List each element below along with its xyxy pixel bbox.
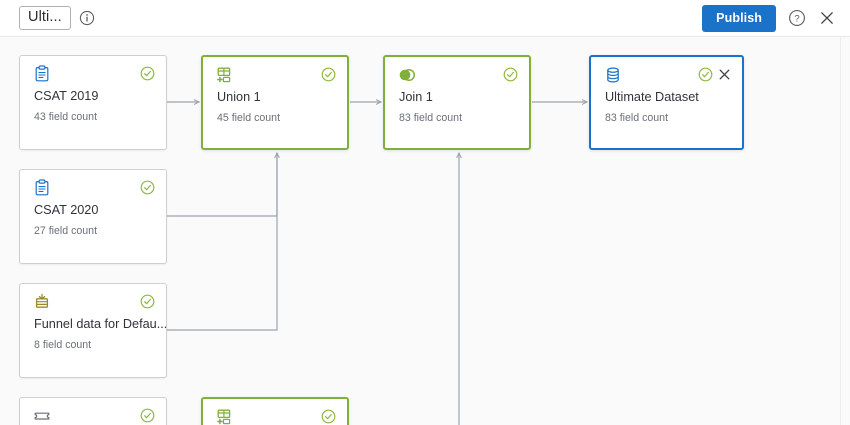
node-field-count: 27 field count (34, 225, 98, 237)
node-title: Ultimate Dataset (605, 90, 699, 104)
clipboard-icon (33, 65, 51, 83)
funnel-extract-icon (33, 293, 51, 311)
close-x-icon[interactable] (818, 9, 836, 27)
flow-node-join-1[interactable]: Join 1 83 field count (383, 55, 531, 150)
check-circle-icon (140, 66, 155, 81)
info-circle-icon[interactable] (79, 10, 95, 26)
node-field-count: 83 field count (399, 112, 463, 124)
node-badge-group (321, 67, 336, 82)
node-header (20, 284, 166, 317)
node-field-count: 45 field count (217, 112, 281, 124)
join-venn-icon (398, 66, 416, 84)
node-header (20, 398, 166, 425)
node-header (20, 170, 166, 203)
ticket-icon (33, 407, 51, 425)
flow-node-partial-union-2[interactable] (201, 397, 349, 425)
node-title: Join 1 (399, 90, 433, 104)
flow-node-funnel-data[interactable]: Funnel data for Defau... 8 field count (19, 283, 167, 378)
node-badge-group (698, 67, 731, 82)
header-right-group: Publish ? (702, 4, 836, 32)
check-circle-icon (140, 408, 155, 423)
node-badge-group (321, 409, 336, 424)
node-title: Funnel data for Defau... (34, 317, 166, 331)
node-close-x-icon[interactable] (718, 68, 731, 81)
flow-node-ultimate-dataset[interactable]: Ultimate Dataset 83 field count (589, 55, 744, 150)
node-title: CSAT 2019 (34, 89, 99, 103)
link-csat2020-union1 (167, 153, 277, 217)
flow-node-union-1[interactable]: Union 1 45 field count (201, 55, 349, 150)
node-badge-group (503, 67, 518, 82)
node-badge-group (140, 408, 155, 423)
node-header (591, 57, 742, 90)
check-circle-icon (140, 294, 155, 309)
help-circle-icon[interactable]: ? (788, 9, 806, 27)
check-circle-icon (503, 67, 518, 82)
node-field-count: 43 field count (34, 111, 98, 123)
node-header (203, 57, 347, 90)
node-header (203, 399, 347, 425)
header-left-group: Ulti... (19, 6, 95, 30)
node-badge-group (140, 294, 155, 309)
node-badge-group (140, 180, 155, 195)
node-header (20, 56, 166, 89)
flow-node-partial-ticket[interactable] (19, 397, 167, 425)
clipboard-icon (33, 179, 51, 197)
publish-button[interactable]: Publish (702, 4, 776, 32)
flow-canvas[interactable]: CSAT 2019 43 field count (0, 37, 850, 425)
canvas-right-divider (840, 37, 841, 425)
node-field-count: 83 field count (605, 112, 669, 124)
node-badge-group (140, 66, 155, 81)
check-circle-icon (140, 180, 155, 195)
flow-node-csat-2020[interactable]: CSAT 2020 27 field count (19, 169, 167, 264)
check-circle-icon (321, 67, 336, 82)
svg-text:?: ? (794, 14, 799, 25)
flow-node-csat-2019[interactable]: CSAT 2019 43 field count (19, 55, 167, 150)
union-icon (216, 408, 234, 425)
flow-title-input[interactable]: Ulti... (19, 6, 71, 30)
node-title: Union 1 (217, 90, 261, 104)
node-title: CSAT 2020 (34, 203, 99, 217)
check-circle-icon (321, 409, 336, 424)
union-icon (216, 66, 234, 84)
node-header (385, 57, 529, 90)
check-circle-icon (698, 67, 713, 82)
link-funnel-union1 (167, 153, 278, 331)
node-field-count: 8 field count (34, 339, 92, 351)
app-header: Ulti... Publish ? (0, 0, 850, 37)
database-icon (604, 66, 622, 84)
